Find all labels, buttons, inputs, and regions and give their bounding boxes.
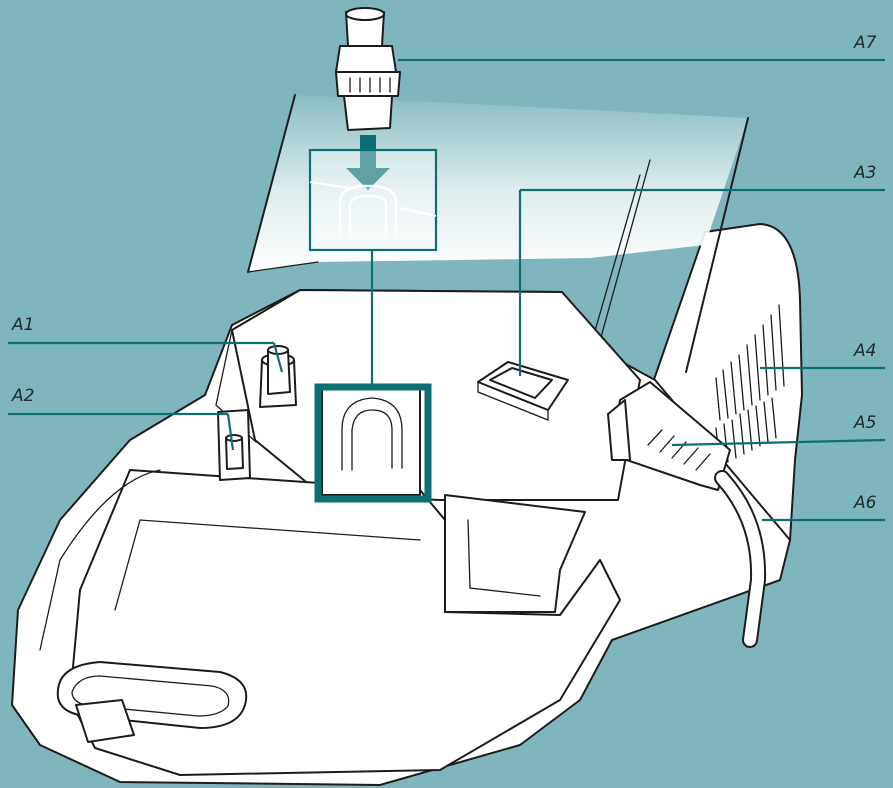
label-a6: A6	[853, 493, 877, 513]
callout-lines	[8, 58, 886, 522]
power-plug	[607, 381, 731, 491]
label-a1: A1	[11, 315, 34, 335]
holder-highlight-frame	[314, 383, 432, 503]
power-cable	[714, 470, 767, 648]
label-a2: A2	[11, 386, 34, 406]
label-a3: A3	[853, 163, 876, 183]
label-a5: A5	[853, 413, 876, 433]
nebulizer-connector	[335, 7, 401, 131]
label-a7: A7	[853, 33, 877, 53]
power-switch	[477, 361, 569, 421]
insert-arrow	[346, 135, 390, 190]
label-a4: A4	[853, 341, 876, 361]
nebulizer-holder	[321, 387, 421, 496]
detail-inset	[308, 148, 438, 385]
air-outlet-connector	[259, 345, 297, 408]
air-filter-holder	[217, 409, 251, 481]
